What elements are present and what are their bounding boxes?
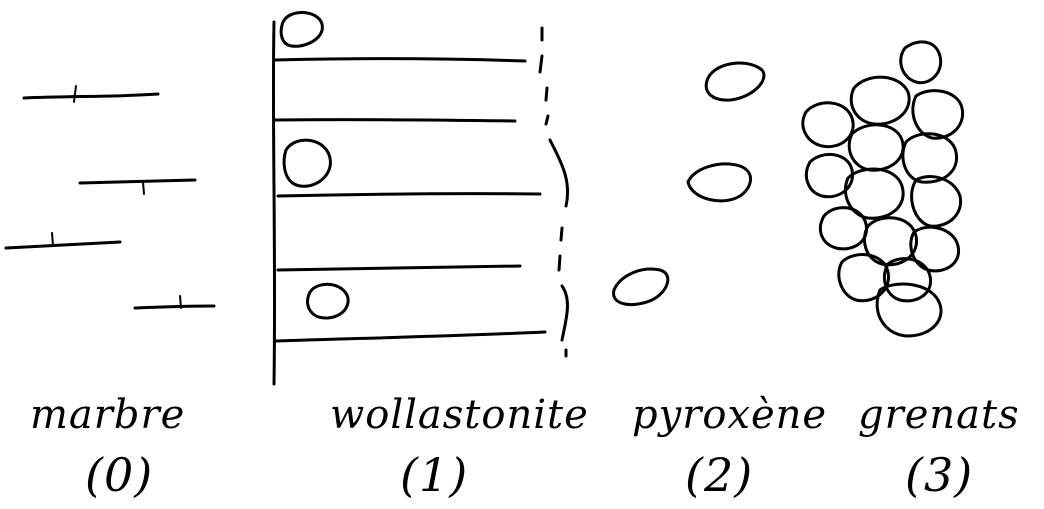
zone-number-3: (3) [905, 448, 974, 502]
wollastonite-drawing [271, 11, 570, 386]
zone-number-1: (1) [400, 448, 469, 502]
zone-label-wollastonite: wollastonite [330, 392, 589, 438]
zone-label-grenats: grenats [858, 392, 1020, 438]
zone-label-marbre: marbre [30, 392, 186, 438]
marbre-drawing [4, 85, 216, 310]
zone-number-2: (2) [685, 448, 754, 502]
pyroxene-drawing [612, 61, 766, 307]
zone-label-pyroxene: pyroxène [632, 392, 828, 438]
zone-number-0: (0) [85, 448, 154, 502]
grenats-drawing [801, 40, 965, 338]
